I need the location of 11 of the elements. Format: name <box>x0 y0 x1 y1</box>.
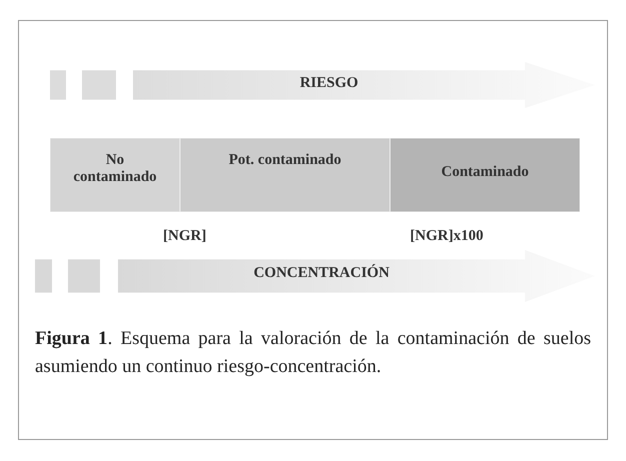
node-label: Contaminado <box>440 164 530 181</box>
node-label: CONCENTRACIÓN <box>252 265 390 282</box>
node-label: Pot. contaminado <box>228 152 342 169</box>
bar-segment <box>180 138 390 212</box>
bar-segment <box>50 138 180 212</box>
bar-segment <box>390 138 580 212</box>
threshold-label: [NGR]x100 <box>410 228 484 245</box>
node-label: No contaminado <box>72 152 158 186</box>
threshold-label: [NGR] <box>163 228 206 245</box>
figure-caption: Figura 1. Esquema para la valoración de la contaminación de suelos asumiendo un continuo riesgo-concentración. <box>35 327 591 379</box>
node-label: RIESGO <box>298 75 360 92</box>
